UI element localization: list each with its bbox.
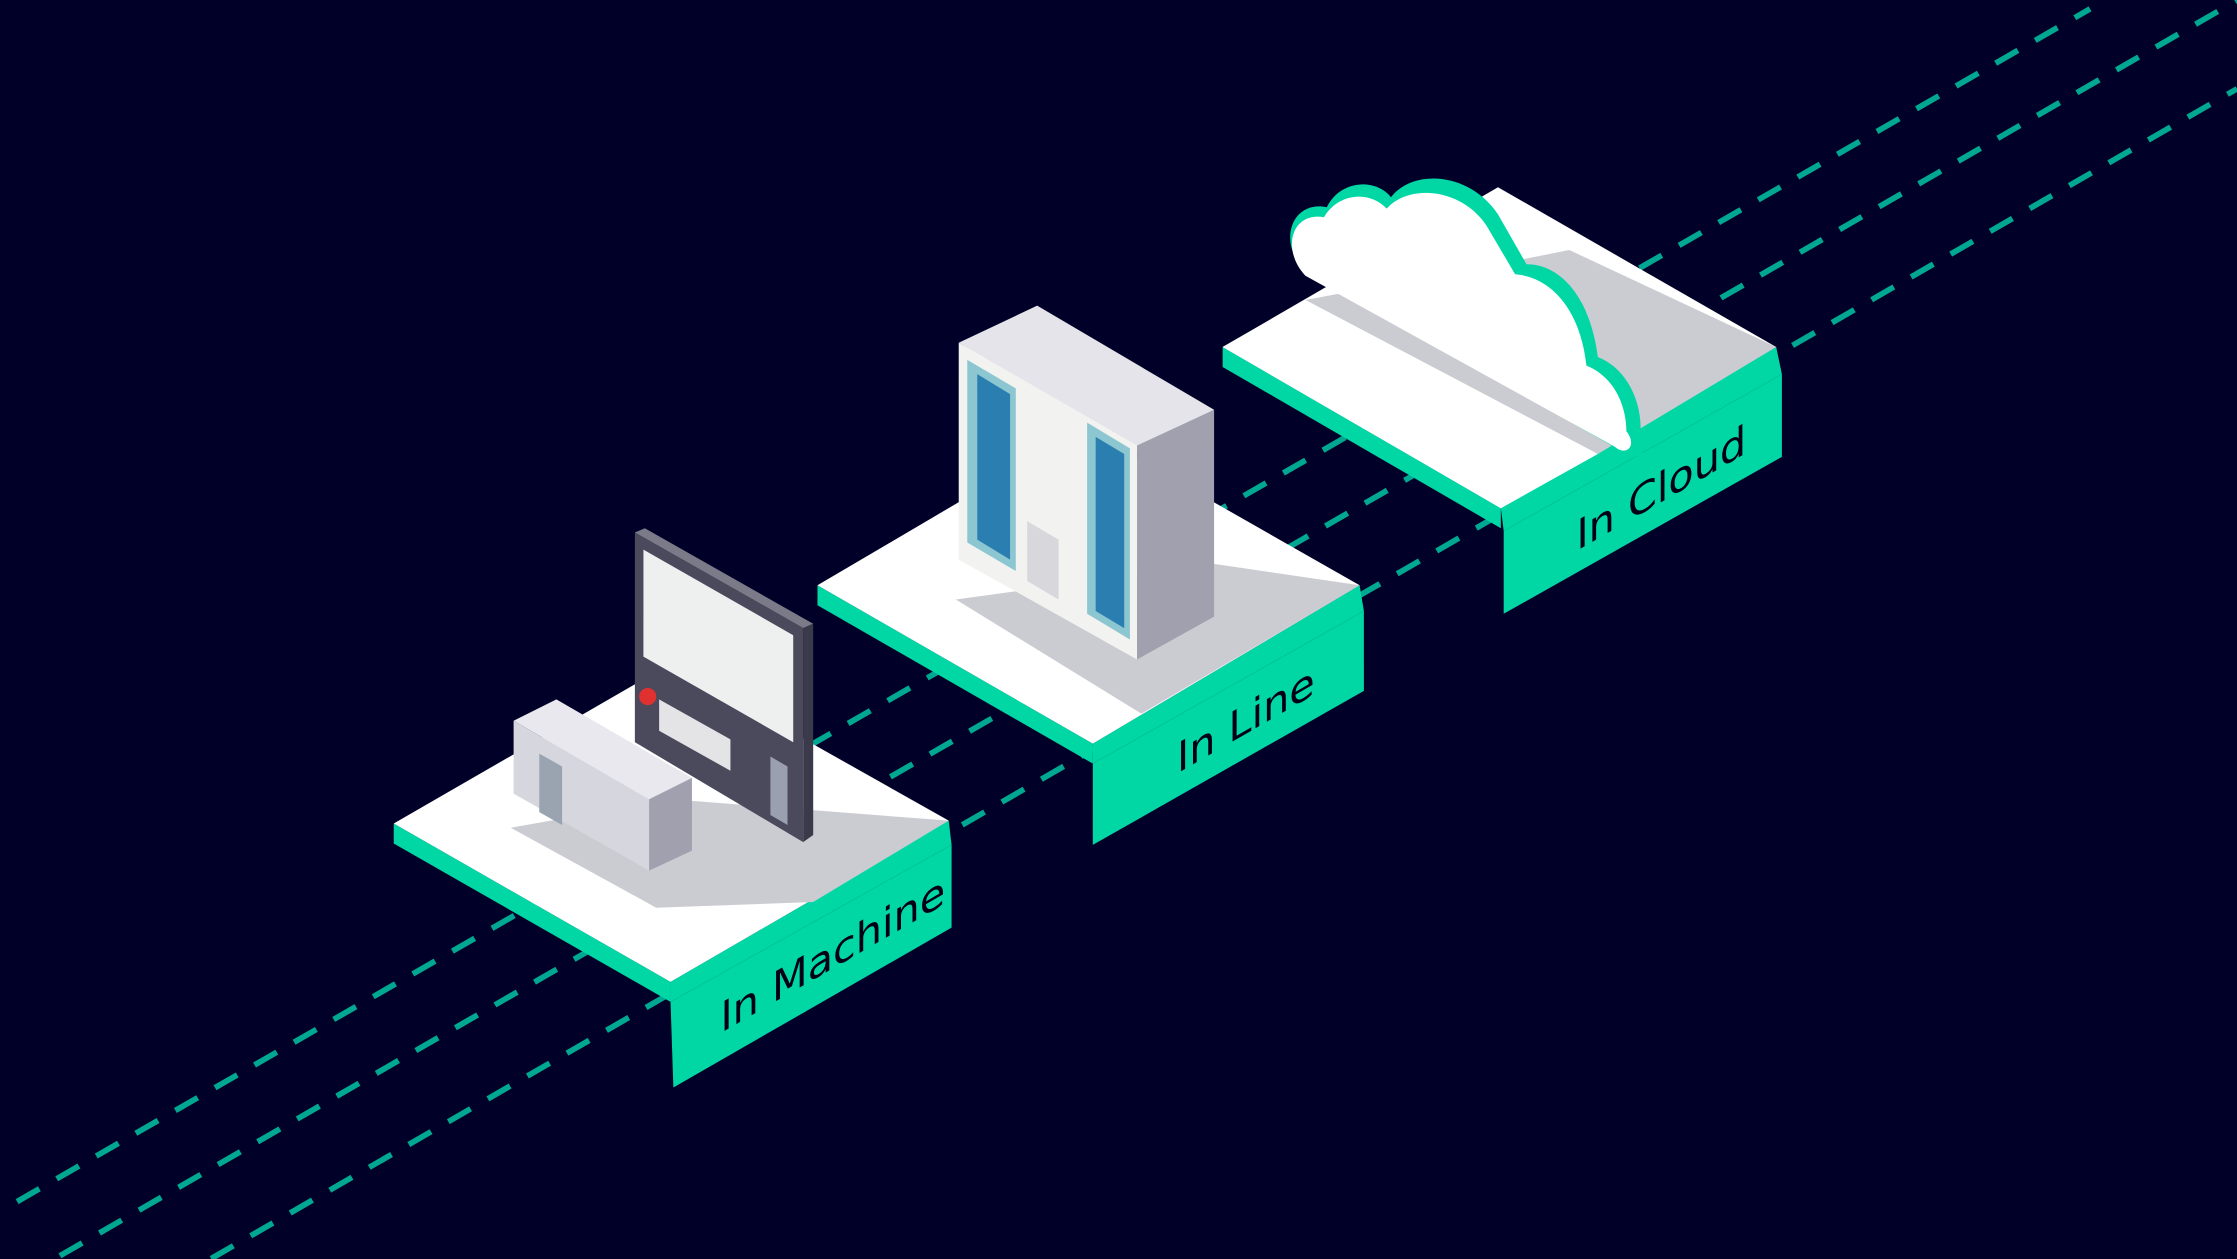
connection-line-3 xyxy=(209,86,2237,1259)
platform-in-line: In Line xyxy=(817,305,1364,845)
cnc-controller-icon xyxy=(634,528,814,843)
platform-in-machine: In Machine xyxy=(393,528,952,1088)
platform-in-cloud: In Cloud xyxy=(1222,178,1782,614)
server-cabinet-icon xyxy=(958,305,1215,660)
cloud-icon xyxy=(1290,178,1647,457)
io-module-icon xyxy=(513,699,692,871)
